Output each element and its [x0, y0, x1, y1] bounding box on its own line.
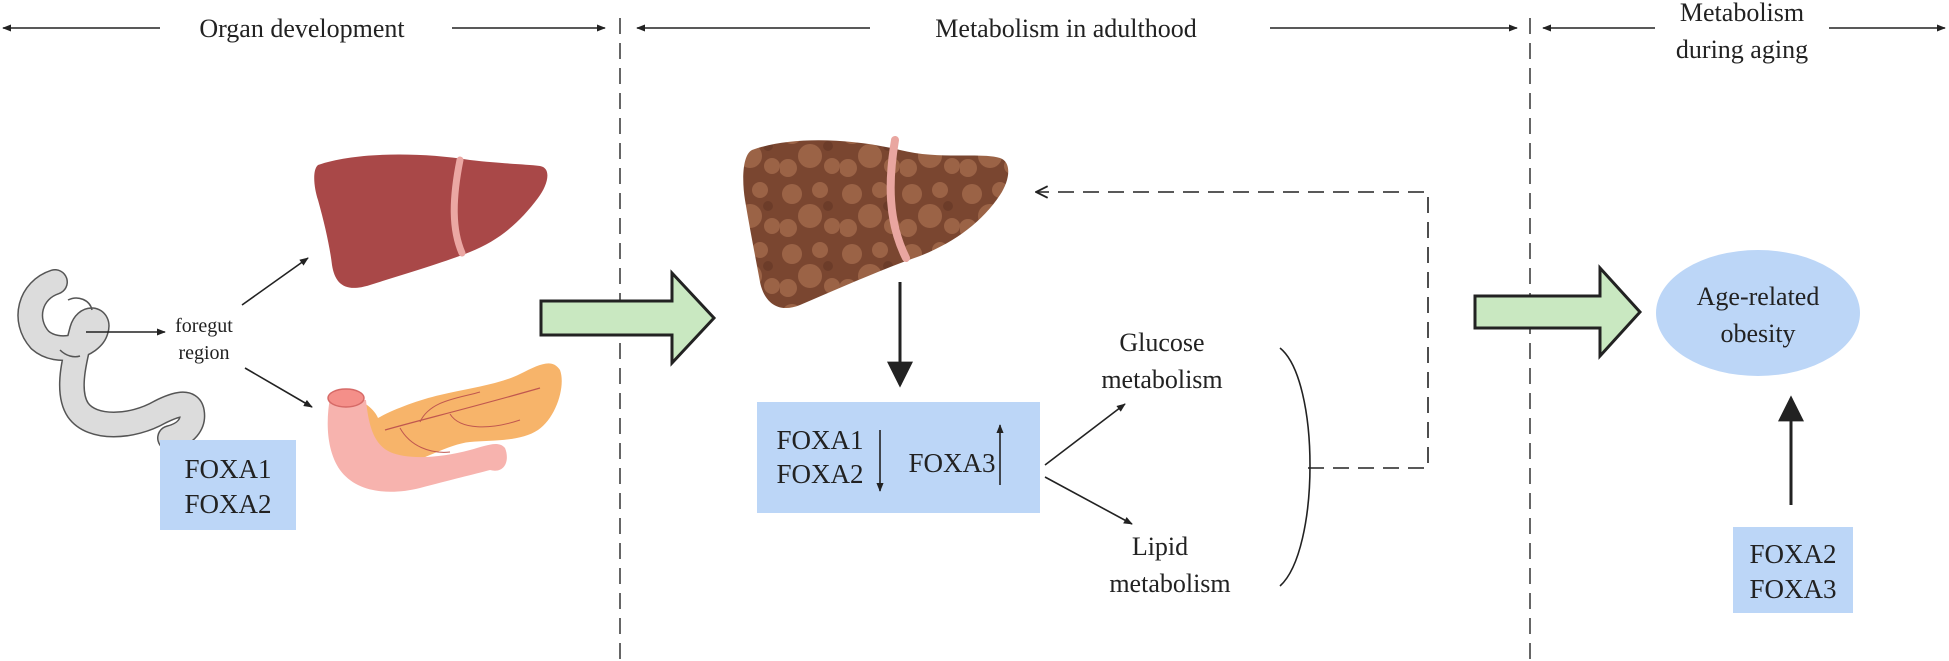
adulthood-factor-up: FOXA3 [908, 448, 995, 478]
arrow-to-liver [241, 257, 309, 306]
aging-factor-1: FOXA2 [1749, 539, 1836, 569]
arrow-to-glucose [1044, 403, 1126, 466]
lipid-label-line1: Lipid [1132, 532, 1188, 561]
foregut-label-line1: foregut [175, 315, 233, 337]
obesity-label-line2: obesity [1720, 319, 1795, 348]
section-title-aging-line1: Metabolism [1680, 0, 1804, 27]
feedback-dashed-arrow [1036, 192, 1429, 469]
fatty-liver-illustration [743, 136, 1009, 309]
arrow-to-lipid [1044, 476, 1133, 525]
adulthood-factor-down-2: FOXA2 [776, 459, 863, 489]
glucose-label-line2: metabolism [1101, 365, 1222, 394]
section-title-organ-development: Organ development [199, 14, 405, 43]
development-factor-box [160, 440, 296, 530]
arrow-to-pancreas [244, 367, 313, 408]
aging-factor-2: FOXA3 [1749, 574, 1836, 604]
foregut-label-line2: region [178, 342, 229, 364]
lipid-label-line2: metabolism [1109, 569, 1230, 598]
development-factor-1: FOXA1 [184, 454, 271, 484]
transition-arrow-adulthood-to-aging [1473, 264, 1643, 360]
healthy-liver-illustration [314, 154, 548, 288]
development-factor-2: FOXA2 [184, 489, 271, 519]
transition-arrow-development-to-adulthood [539, 269, 717, 367]
section-title-aging-line2: during aging [1676, 35, 1808, 64]
adulthood-factor-down-1: FOXA1 [776, 425, 863, 455]
adulthood-factor-box [757, 402, 1040, 513]
aging-factor-box [1733, 527, 1853, 613]
obesity-label-line1: Age-related [1697, 282, 1820, 311]
pancreas-illustration [327, 363, 562, 492]
glucose-label-line1: Glucose [1119, 328, 1204, 357]
metabolism-bracket [1279, 347, 1311, 587]
foregut-tube-illustration [17, 269, 206, 451]
section-title-metabolism-adulthood: Metabolism in adulthood [935, 14, 1196, 43]
age-related-obesity-ellipse [1656, 250, 1860, 376]
